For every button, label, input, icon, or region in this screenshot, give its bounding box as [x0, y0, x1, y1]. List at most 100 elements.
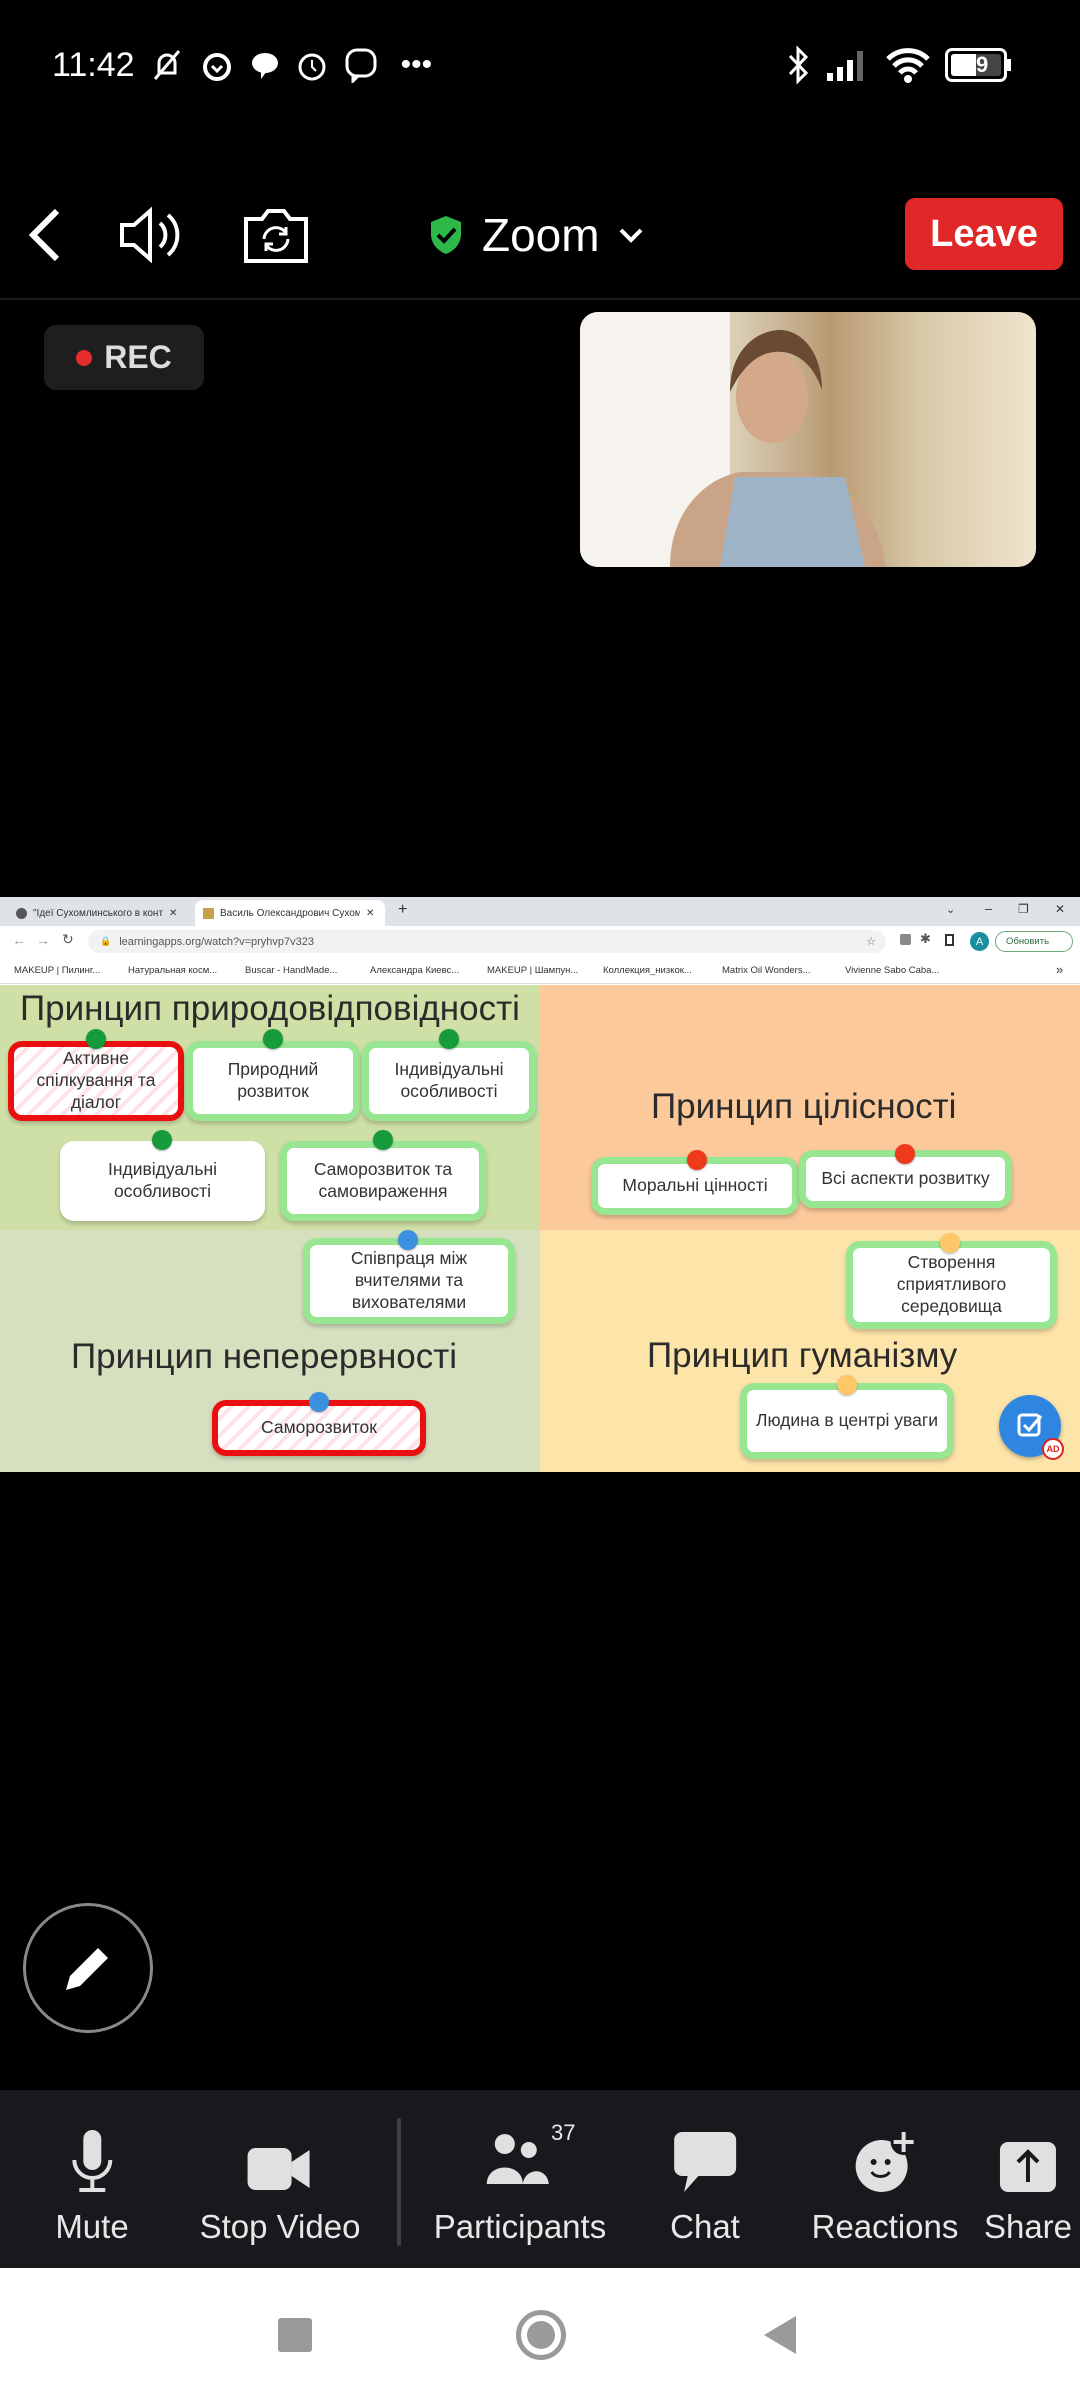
- android-nav-bar: [0, 2268, 1080, 2400]
- bookmark[interactable]: Vivienne Sabo Caba...: [845, 965, 940, 976]
- pin-icon: [940, 1233, 960, 1253]
- update-button[interactable]: Обновить: [995, 931, 1073, 952]
- participants-count: 37: [550, 2120, 576, 2145]
- bookmarks-bar: MAKEUP | Пилинг... Натуральная косм... B…: [0, 957, 1080, 984]
- back-icon[interactable]: [25, 205, 65, 265]
- reactions-button[interactable]: Reactions: [811, 2090, 959, 2268]
- puzzle-icon[interactable]: ✱: [920, 931, 931, 946]
- mute-vibrate-icon: [153, 50, 180, 80]
- pin-icon: [895, 1144, 915, 1164]
- share-button[interactable]: Share: [984, 2090, 1072, 2268]
- answer-card[interactable]: Створення сприятливого середовища: [846, 1241, 1057, 1329]
- self-video-thumbnail[interactable]: [580, 312, 1036, 567]
- url-bar[interactable]: 🔒learningapps.org/watch?v=pryhvp7v323 ☆: [88, 930, 886, 953]
- bookmark-star-icon[interactable]: ☆: [866, 936, 876, 948]
- video-camera-icon: [247, 2148, 310, 2190]
- close-tab-icon[interactable]: ✕: [169, 907, 178, 919]
- tab-search-icon[interactable]: ⌄: [946, 904, 956, 916]
- status-bar-right: 49: [785, 40, 1011, 90]
- back-icon[interactable]: ←: [12, 932, 26, 948]
- mute-button[interactable]: Mute: [55, 2090, 129, 2268]
- switch-camera-icon[interactable]: [242, 205, 310, 265]
- page-icon: [203, 907, 214, 919]
- pin-icon: [309, 1392, 329, 1412]
- pin-icon: [398, 1230, 418, 1250]
- bookmark[interactable]: Александра Киевс...: [370, 965, 460, 976]
- category-title: Принцип природовідповідності: [20, 989, 520, 1028]
- profile-avatar[interactable]: A: [970, 932, 989, 951]
- rec-label: REC: [104, 339, 172, 375]
- home-icon[interactable]: [516, 2310, 566, 2360]
- tab-label: Василь Олександрович Сухомл: [220, 907, 360, 919]
- speaker-icon[interactable]: [118, 205, 184, 265]
- learningapps-board: Принцип природовідповідності Принцип ціл…: [0, 985, 1080, 1472]
- participants-label: Participants: [433, 2208, 607, 2245]
- bookmarks-more[interactable]: »: [1056, 962, 1064, 977]
- pin-icon: [687, 1150, 707, 1170]
- globe-icon: [16, 907, 27, 919]
- message-icon: [251, 53, 278, 79]
- more-icon: •••: [400, 48, 433, 81]
- extension-icon[interactable]: [900, 934, 911, 945]
- participants-button[interactable]: 37 Participants: [434, 2090, 606, 2268]
- pin-icon: [86, 1029, 106, 1049]
- reload-icon[interactable]: ↻: [62, 931, 74, 947]
- pin-icon: [263, 1029, 283, 1049]
- reactions-label: Reactions: [811, 2208, 959, 2245]
- bookmark[interactable]: MAKEUP | Пилинг...: [14, 965, 101, 976]
- address-row: ← → ↻ 🔒learningapps.org/watch?v=pryhvp7v…: [0, 926, 1080, 957]
- close-window-icon[interactable]: ✕: [1055, 902, 1066, 916]
- bookmark[interactable]: MAKEUP | Шампун...: [487, 965, 579, 976]
- bookmark[interactable]: Buscar - HandMade...: [245, 965, 338, 976]
- close-tab-icon[interactable]: ✕: [366, 907, 375, 919]
- shared-screen[interactable]: "Ідеї Сухомлинського в контекс ✕ Василь О…: [0, 897, 1080, 1472]
- mute-label: Mute: [55, 2208, 129, 2245]
- answer-card[interactable]: Індивідуальні особливості: [362, 1041, 536, 1121]
- status-bar-left: 11:42 •••: [52, 40, 432, 90]
- category-title: Принцип неперервності: [71, 1337, 458, 1376]
- forward-icon[interactable]: →: [36, 932, 50, 948]
- signal-icon: [827, 51, 863, 81]
- battery-icon: 49: [945, 48, 1011, 82]
- answer-card-wrong[interactable]: Активне спілкування та діалог: [8, 1041, 184, 1121]
- browser-tab-active[interactable]: Василь Олександрович Сухомл ✕: [195, 900, 385, 926]
- new-tab-icon[interactable]: +: [398, 901, 408, 918]
- bookmark[interactable]: Matrix Oil Wonders...: [722, 965, 811, 976]
- category-title: Принцип цілісності: [651, 1087, 957, 1126]
- tab-label: "Ідеї Сухомлинського в контекс: [33, 907, 163, 919]
- bluetooth-icon: [788, 45, 809, 85]
- answer-card[interactable]: Індивідуальні особливості: [60, 1141, 265, 1221]
- share-label: Share: [983, 2208, 1073, 2245]
- browser-tab-bar: "Ідеї Сухомлинського в контекс ✕ Василь О…: [0, 897, 1080, 926]
- leave-button[interactable]: Leave: [905, 198, 1063, 270]
- pin-icon: [837, 1375, 857, 1395]
- minimize-icon[interactable]: –: [985, 901, 993, 916]
- answer-card[interactable]: Саморозвиток та самовираження: [280, 1141, 486, 1221]
- recording-badge: REC: [44, 325, 204, 390]
- answer-card[interactable]: Співпраця між вчителями та вихователями: [303, 1238, 515, 1324]
- meeting-title-dropdown[interactable]: Zoom: [428, 208, 644, 262]
- clock-icon: [298, 53, 326, 81]
- bookmark[interactable]: Натуральная косм...: [128, 965, 218, 976]
- category-title: Принцип гуманізму: [647, 1336, 958, 1375]
- share-icon: [1000, 2142, 1056, 2192]
- chevron-down-icon: [619, 228, 643, 243]
- back-nav-icon[interactable]: [762, 2314, 798, 2356]
- recents-icon[interactable]: [278, 2318, 312, 2352]
- answer-card[interactable]: Природний розвиток: [186, 1041, 360, 1121]
- meeting-title: Zoom: [482, 209, 600, 261]
- toolbar-divider: [397, 2118, 401, 2246]
- chat-button[interactable]: Chat: [670, 2090, 740, 2268]
- alarm-icon: [202, 53, 231, 81]
- pin-icon: [373, 1130, 393, 1150]
- header-divider: [0, 298, 1080, 300]
- rec-dot-icon: [76, 349, 93, 366]
- annotate-button[interactable]: [23, 1903, 153, 2033]
- participants-icon: [486, 2134, 549, 2184]
- bookmark[interactable]: Коллекция_низкок...: [603, 965, 692, 976]
- browser-tab[interactable]: "Ідеї Сухомлинського в контекс ✕: [8, 900, 190, 926]
- maximize-icon[interactable]: ❐: [1018, 902, 1029, 916]
- pin-icon: [439, 1029, 459, 1049]
- stop-video-button[interactable]: Stop Video: [200, 2090, 360, 2268]
- sidepanel-icon[interactable]: [945, 934, 954, 946]
